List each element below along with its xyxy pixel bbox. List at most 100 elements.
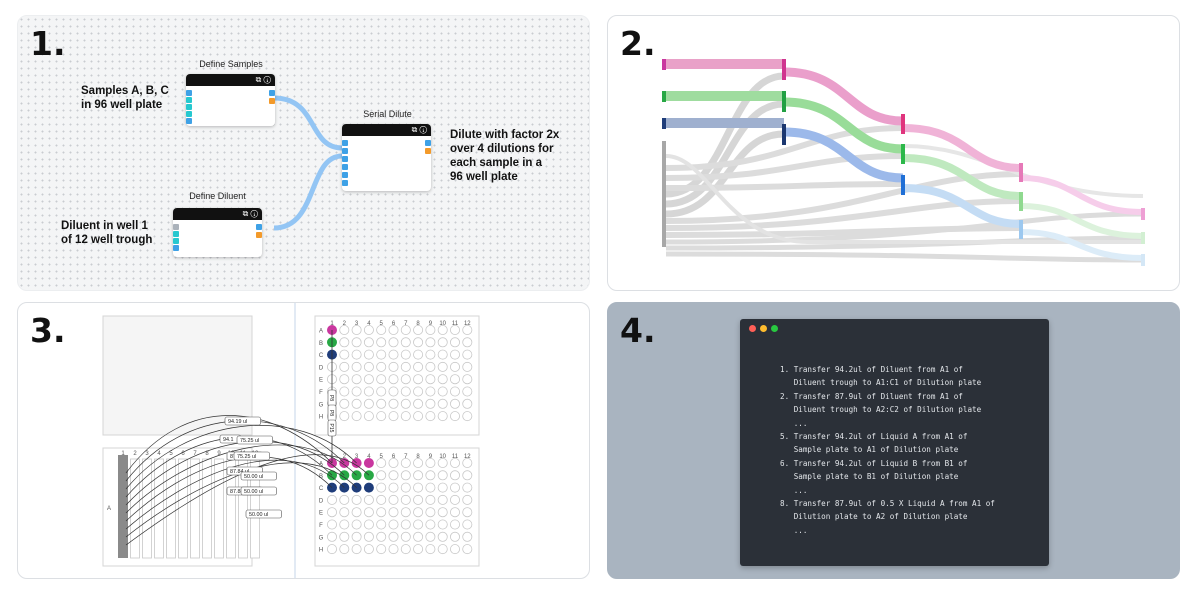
dilution-plate-well[interactable] bbox=[437, 494, 448, 505]
sample-plate-well[interactable] bbox=[449, 349, 460, 360]
sample-plate-well[interactable] bbox=[363, 349, 374, 360]
sample-plate-well[interactable] bbox=[449, 324, 460, 335]
sample-plate-well[interactable] bbox=[437, 361, 448, 372]
sample-plate-well[interactable] bbox=[376, 386, 387, 397]
dilution-plate-well[interactable] bbox=[462, 531, 473, 542]
dilution-plate-well[interactable] bbox=[462, 519, 473, 530]
input-port[interactable] bbox=[342, 140, 348, 146]
sample-plate-well[interactable] bbox=[425, 361, 436, 372]
dilution-plate-well[interactable] bbox=[437, 531, 448, 542]
trough-diluent-well[interactable] bbox=[118, 455, 128, 558]
dilution-plate-well[interactable] bbox=[326, 507, 337, 518]
sample-plate-well[interactable] bbox=[388, 324, 399, 335]
sample-plate-well[interactable] bbox=[363, 337, 374, 348]
input-port[interactable] bbox=[186, 97, 192, 103]
trough-well[interactable] bbox=[154, 458, 164, 559]
sample-plate-well[interactable] bbox=[351, 337, 362, 348]
sample-plate-well[interactable] bbox=[376, 324, 387, 335]
dilution-plate-well[interactable] bbox=[388, 544, 399, 555]
dilution-plate-well[interactable] bbox=[437, 457, 448, 468]
sample-plate-well[interactable] bbox=[413, 337, 424, 348]
dilution-plate-well[interactable] bbox=[462, 507, 473, 518]
dilution-plate-well[interactable] bbox=[437, 519, 448, 530]
dilution-plate-well[interactable] bbox=[339, 531, 350, 542]
sample-plate-well[interactable] bbox=[351, 411, 362, 422]
dilution-plate-well[interactable] bbox=[376, 482, 387, 493]
sample-plate-well[interactable] bbox=[413, 386, 424, 397]
sample-plate-well[interactable] bbox=[449, 374, 460, 385]
node-actions-icon[interactable]: ⧉ ⓘ bbox=[411, 125, 427, 134]
output-port[interactable] bbox=[256, 224, 262, 230]
sample-plate-well[interactable] bbox=[351, 398, 362, 409]
sample-plate-well[interactable] bbox=[400, 398, 411, 409]
dilution-plate-well[interactable] bbox=[400, 457, 411, 468]
dilution-plate-well[interactable] bbox=[326, 531, 337, 542]
dilution-plate-well[interactable] bbox=[425, 482, 436, 493]
sample-plate-well[interactable] bbox=[388, 398, 399, 409]
dilution-plate-well[interactable] bbox=[449, 544, 460, 555]
dilution-plate-well[interactable] bbox=[376, 494, 387, 505]
sample-plate-well[interactable] bbox=[425, 398, 436, 409]
dilution-plate-well[interactable] bbox=[339, 544, 350, 555]
node-actions-icon[interactable]: ⧉ ⓘ bbox=[242, 209, 258, 218]
output-port[interactable] bbox=[269, 98, 275, 104]
sample-plate-well[interactable] bbox=[351, 374, 362, 385]
dilution-plate-well[interactable] bbox=[363, 482, 374, 493]
sample-plate-well[interactable] bbox=[413, 361, 424, 372]
sample-plate-well[interactable] bbox=[400, 361, 411, 372]
dilution-plate-well[interactable] bbox=[400, 544, 411, 555]
sample-plate-well[interactable] bbox=[413, 324, 424, 335]
sample-plate-well[interactable] bbox=[462, 398, 473, 409]
node-actions-icon[interactable]: ⧉ ⓘ bbox=[255, 75, 271, 84]
dilution-plate-well[interactable] bbox=[449, 519, 460, 530]
dilution-plate-well[interactable] bbox=[400, 494, 411, 505]
sample-plate-well[interactable] bbox=[449, 361, 460, 372]
dilution-plate-well[interactable] bbox=[413, 457, 424, 468]
sample-plate-well[interactable] bbox=[400, 337, 411, 348]
dilution-plate-well[interactable] bbox=[462, 482, 473, 493]
dilution-plate-well[interactable] bbox=[449, 470, 460, 481]
dilution-plate-well[interactable] bbox=[462, 470, 473, 481]
dilution-plate-well[interactable] bbox=[388, 482, 399, 493]
trough-well[interactable] bbox=[178, 458, 188, 559]
trough-well[interactable] bbox=[214, 458, 224, 559]
dilution-plate-well[interactable] bbox=[363, 544, 374, 555]
sample-plate-well[interactable] bbox=[425, 411, 436, 422]
dilution-plate-well[interactable] bbox=[437, 470, 448, 481]
sample-plate-well[interactable] bbox=[437, 386, 448, 397]
node-define-samples[interactable]: ⧉ ⓘ bbox=[186, 74, 275, 126]
dilution-plate-well[interactable] bbox=[376, 544, 387, 555]
sample-plate-well[interactable] bbox=[388, 337, 399, 348]
sample-plate-well[interactable] bbox=[339, 374, 350, 385]
dilution-plate-well[interactable] bbox=[425, 507, 436, 518]
input-port[interactable] bbox=[186, 90, 192, 96]
dilution-plate-well[interactable] bbox=[449, 482, 460, 493]
dilution-plate-well[interactable] bbox=[413, 494, 424, 505]
dilution-plate-well[interactable] bbox=[400, 531, 411, 542]
dilution-plate-well[interactable] bbox=[462, 457, 473, 468]
input-port[interactable] bbox=[342, 148, 348, 154]
input-port[interactable] bbox=[186, 118, 192, 124]
dilution-plate-well[interactable] bbox=[400, 470, 411, 481]
dilution-plate-well[interactable] bbox=[413, 470, 424, 481]
input-port[interactable] bbox=[342, 180, 348, 186]
sample-plate-well[interactable] bbox=[339, 361, 350, 372]
sample-plate-well[interactable] bbox=[462, 337, 473, 348]
dilution-plate-well[interactable] bbox=[413, 507, 424, 518]
sample-plate-well[interactable] bbox=[462, 374, 473, 385]
sample-plate-well[interactable] bbox=[449, 411, 460, 422]
dilution-plate-well[interactable] bbox=[388, 519, 399, 530]
dilution-plate-well[interactable] bbox=[363, 519, 374, 530]
dilution-plate-well[interactable] bbox=[462, 494, 473, 505]
dilution-plate-well[interactable] bbox=[413, 531, 424, 542]
sample-plate-well[interactable] bbox=[413, 349, 424, 360]
sample-plate-well[interactable] bbox=[339, 386, 350, 397]
dilution-plate-well[interactable] bbox=[376, 531, 387, 542]
sample-plate-well[interactable] bbox=[462, 349, 473, 360]
dilution-plate-well[interactable] bbox=[388, 494, 399, 505]
output-port[interactable] bbox=[425, 148, 431, 154]
dilution-plate-well[interactable] bbox=[376, 519, 387, 530]
sample-plate-well[interactable] bbox=[449, 386, 460, 397]
sample-plate-well[interactable] bbox=[400, 349, 411, 360]
sample-plate-well[interactable] bbox=[425, 374, 436, 385]
